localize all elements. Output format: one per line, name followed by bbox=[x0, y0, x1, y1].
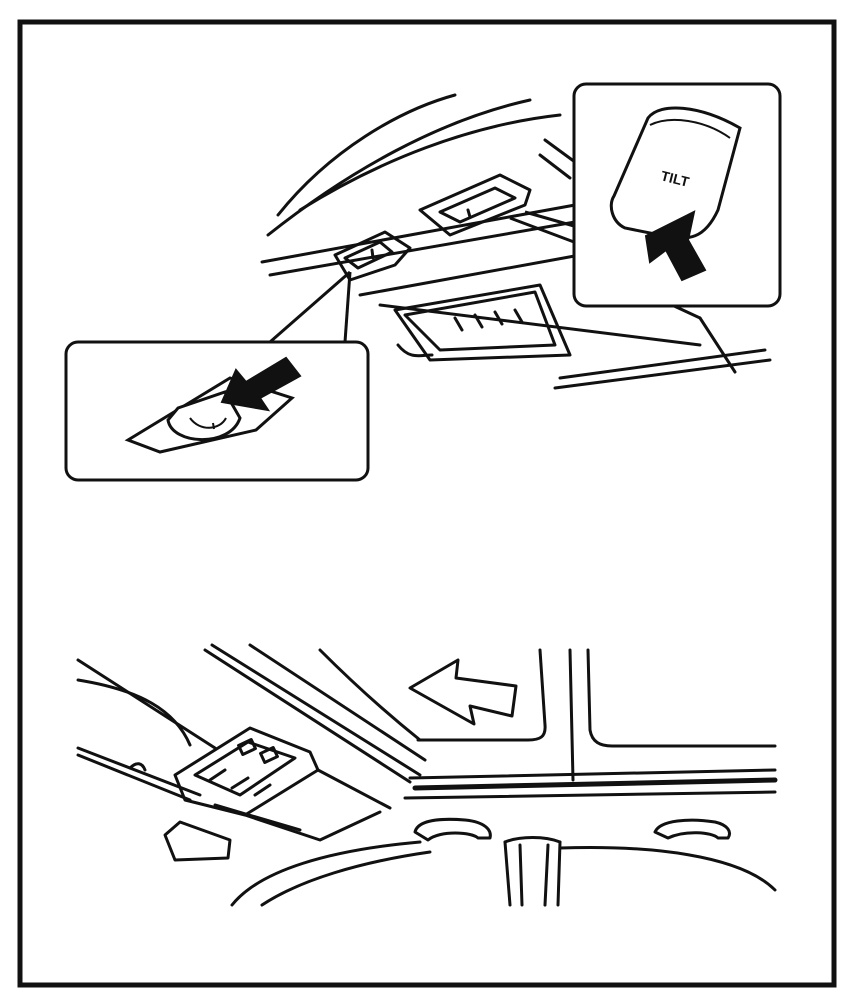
headliner-line bbox=[358, 253, 582, 297]
cabin-contour bbox=[558, 846, 777, 892]
windshield-edge bbox=[76, 678, 192, 747]
bottom-panel bbox=[76, 643, 778, 907]
leader-to-tilt-callout bbox=[524, 210, 575, 228]
roof-rail bbox=[408, 768, 777, 780]
headliner-line bbox=[698, 316, 737, 374]
sunroof-frame bbox=[210, 643, 422, 777]
slide-switch-inner bbox=[343, 240, 394, 270]
headliner-line bbox=[268, 220, 577, 277]
windshield-edge bbox=[76, 658, 217, 750]
headliner-line bbox=[298, 113, 562, 212]
roof-rail bbox=[403, 790, 777, 800]
rear-view-mirror-stem bbox=[503, 840, 562, 907]
cabin-contour bbox=[230, 840, 422, 907]
sunroof-frame bbox=[318, 648, 422, 742]
grab-handle bbox=[653, 818, 731, 840]
slide-direction-arrow-icon bbox=[408, 658, 518, 726]
headliner-line bbox=[538, 153, 572, 180]
leader-to-slide-callout bbox=[269, 270, 351, 344]
push-arrow-icon bbox=[644, 210, 707, 282]
sunroof-glass bbox=[416, 648, 547, 742]
headliner-line bbox=[260, 203, 577, 264]
cabin-contour bbox=[260, 850, 432, 907]
sunroof-frame bbox=[203, 648, 412, 784]
sunroof-glass bbox=[568, 648, 575, 782]
leader-to-slide-callout bbox=[343, 271, 352, 343]
pull-arrow-icon bbox=[220, 356, 302, 412]
headliner-line bbox=[378, 303, 702, 347]
tilt-switch-inner bbox=[438, 186, 517, 224]
map-light-console bbox=[393, 283, 572, 362]
sunroof-glass bbox=[586, 648, 777, 748]
windshield-edge bbox=[76, 753, 192, 802]
leader-to-tilt-callout bbox=[509, 216, 575, 244]
top-panel bbox=[260, 93, 772, 390]
roof-rail bbox=[412, 777, 778, 791]
visor-clip bbox=[163, 820, 232, 862]
tilt-switch-closeup bbox=[609, 106, 742, 240]
headliner-line bbox=[543, 138, 577, 164]
tilt-callout: TILT bbox=[572, 82, 782, 308]
headliner-line bbox=[558, 348, 767, 380]
headliner-line bbox=[276, 93, 457, 217]
leader-lines bbox=[269, 210, 575, 344]
slide-callout bbox=[64, 340, 370, 482]
tilt-switch-housing bbox=[418, 173, 532, 237]
map-light-lens bbox=[403, 290, 557, 352]
sunroof-frame bbox=[248, 643, 427, 762]
tilt-label: TILT bbox=[659, 167, 691, 190]
grab-handle bbox=[413, 817, 492, 842]
headliner-line bbox=[553, 358, 772, 390]
